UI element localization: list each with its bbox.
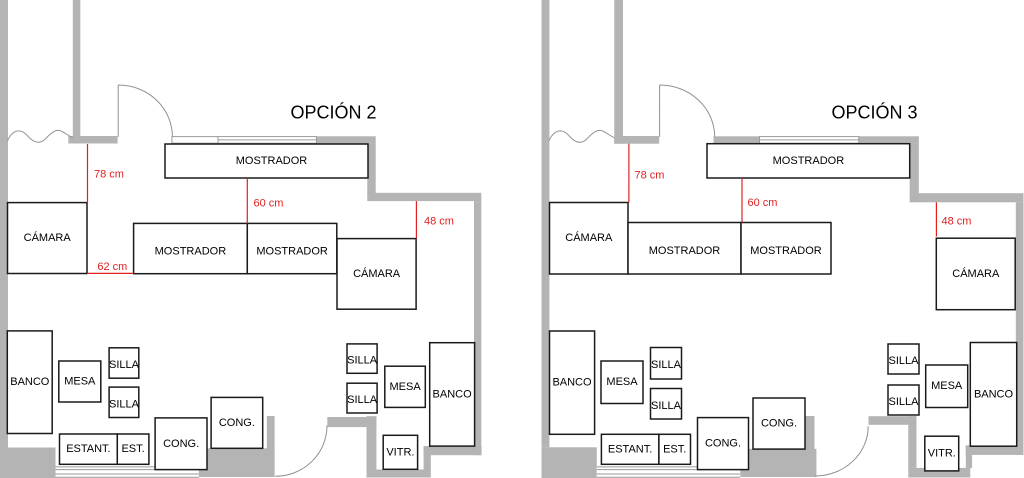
svg-text:ESTANT.: ESTANT.	[608, 443, 652, 455]
svg-text:CÁMARA: CÁMARA	[952, 267, 1000, 280]
svg-text:SILLA: SILLA	[889, 355, 920, 367]
svg-text:60 cm: 60 cm	[748, 197, 778, 209]
svg-text:MESA: MESA	[64, 376, 96, 388]
svg-text:VITR.: VITR.	[928, 448, 956, 460]
svg-text:VITR.: VITR.	[386, 446, 414, 458]
svg-text:MESA: MESA	[931, 380, 963, 392]
svg-text:SILLA: SILLA	[347, 355, 378, 367]
svg-text:CONG.: CONG.	[163, 438, 199, 450]
svg-text:48 cm: 48 cm	[424, 215, 454, 227]
svg-text:SILLA: SILLA	[651, 400, 682, 412]
svg-text:BANCO: BANCO	[10, 376, 50, 388]
svg-text:SILLA: SILLA	[889, 396, 920, 408]
svg-text:MOSTRADOR: MOSTRADOR	[256, 246, 328, 258]
svg-text:CÁMARA: CÁMARA	[353, 267, 401, 280]
svg-text:MESA: MESA	[606, 376, 638, 388]
svg-text:62 cm: 62 cm	[97, 261, 127, 273]
svg-text:78 cm: 78 cm	[635, 170, 665, 182]
svg-text:SILLA: SILLA	[109, 359, 140, 371]
svg-text:MOSTRADOR: MOSTRADOR	[773, 155, 845, 167]
svg-text:MOSTRADOR: MOSTRADOR	[155, 246, 227, 258]
svg-text:ESTANT.: ESTANT.	[66, 443, 110, 455]
svg-text:MESA: MESA	[390, 381, 422, 393]
svg-text:EST.: EST.	[663, 443, 686, 455]
svg-text:BANCO: BANCO	[974, 388, 1014, 400]
svg-text:SILLA: SILLA	[651, 359, 682, 371]
svg-text:OPCIÓN 3: OPCIÓN 3	[831, 102, 917, 123]
svg-text:BANCO: BANCO	[552, 377, 592, 389]
svg-text:SILLA: SILLA	[109, 398, 140, 410]
svg-text:MOSTRADOR: MOSTRADOR	[750, 245, 822, 257]
svg-text:MOSTRADOR: MOSTRADOR	[649, 245, 721, 257]
svg-text:SILLA: SILLA	[347, 394, 378, 406]
svg-text:CÁMARA: CÁMARA	[565, 231, 613, 244]
svg-text:CONG.: CONG.	[705, 438, 741, 450]
svg-text:BANCO: BANCO	[433, 388, 473, 400]
svg-text:CONG.: CONG.	[219, 417, 255, 429]
svg-text:78 cm: 78 cm	[94, 169, 124, 181]
svg-text:60 cm: 60 cm	[254, 197, 284, 209]
svg-text:CÁMARA: CÁMARA	[24, 231, 72, 244]
svg-text:CONG.: CONG.	[761, 418, 797, 430]
svg-text:EST.: EST.	[121, 443, 144, 455]
svg-text:OPCIÓN 2: OPCIÓN 2	[290, 102, 376, 123]
svg-text:MOSTRADOR: MOSTRADOR	[236, 155, 308, 167]
svg-text:48 cm: 48 cm	[942, 215, 972, 227]
